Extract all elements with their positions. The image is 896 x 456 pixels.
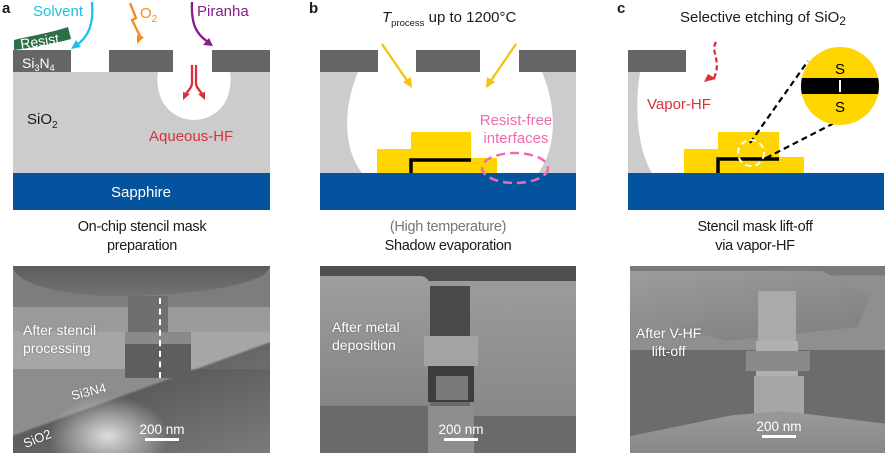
nitride-remnant [628,50,686,72]
nitride-right [212,50,270,72]
caption-b: (High temperature) Shadow evaporation [384,219,512,254]
resist-layer [14,27,71,50]
nitride-right [519,50,576,72]
solvent-label: Solvent [33,3,84,20]
nitride-left [13,50,71,72]
sapphire-label: Sapphire [111,184,171,201]
vapor-hf-label: Vapor-HF [647,96,711,113]
piranha-label: Piranha [197,3,249,20]
scale-bar-c: 200 nm [750,419,808,438]
junction-barrier [716,157,779,173]
resist-label: Resist [19,30,60,52]
resist-free-interface-highlight [480,151,550,185]
junction-marker-line [159,298,161,378]
superconductor-top-label: S [835,61,845,78]
zoom-line-bottom [765,118,843,159]
panel-letter-b: b [309,0,319,17]
junction-zoom-inset [801,47,879,125]
oxide-label: SiO2 [27,111,58,131]
scale-bar-a: 200 nm [133,422,191,441]
process-temperature-title: Tprocess up to 1200°C [382,9,517,29]
junction-barrier [409,158,471,173]
aqueous-hf-label: Aqueous-HF [149,128,233,145]
evaporation-arrow-right-icon [489,43,517,83]
zoom-source-circle [737,139,765,167]
interfaces-label-1: Resist-free [480,112,553,129]
undercut-cavity [347,72,553,173]
vapor-hf-arrow-icon [712,41,718,79]
panel-letter-a: a [2,0,11,17]
panel-letter-c: c [617,0,626,17]
selective-etching-title: Selective etching of SiO2 [680,9,846,28]
caption-c: Stencil mask lift-off via vapor-HF [697,219,813,254]
evaporation-arrow-left-icon [381,43,409,83]
zoom-line-top [749,60,809,144]
schematic-a: Resist Solvent O2 Piranha Si3N4 SiO2 Aqu… [13,1,270,210]
caption-a: On-chip stencil mask preparation [77,219,207,254]
oxygen-label: O2 [140,5,158,25]
hf-etch-arrows-icon [184,65,204,95]
oxide-remnant [628,72,652,173]
metal-top-layer [718,132,779,158]
nitride-middle [109,50,173,72]
sapphire-substrate [628,173,884,210]
nitride-middle [416,50,480,72]
sem-nitride-label: Si3N4 [69,379,108,404]
schematic-c: Vapor-HF S S Selective etching of SiO2 [628,9,884,210]
scale-bar-b: 200 nm [432,422,490,441]
oxygen-plasma-icon [128,2,143,39]
superconductor-bottom-label: S [835,99,845,116]
sapphire-substrate [13,173,270,210]
metal-top-layer [411,132,471,158]
schematic-b: Resist-free interfaces Tprocess up to 12… [320,9,576,210]
nitride-label: Si3N4 [22,55,55,73]
nitride-left [320,50,378,72]
sem-oxide-label: SiO2 [21,426,54,451]
interfaces-label-2: interfaces [483,130,548,147]
piranha-arrow-icon [190,1,209,43]
